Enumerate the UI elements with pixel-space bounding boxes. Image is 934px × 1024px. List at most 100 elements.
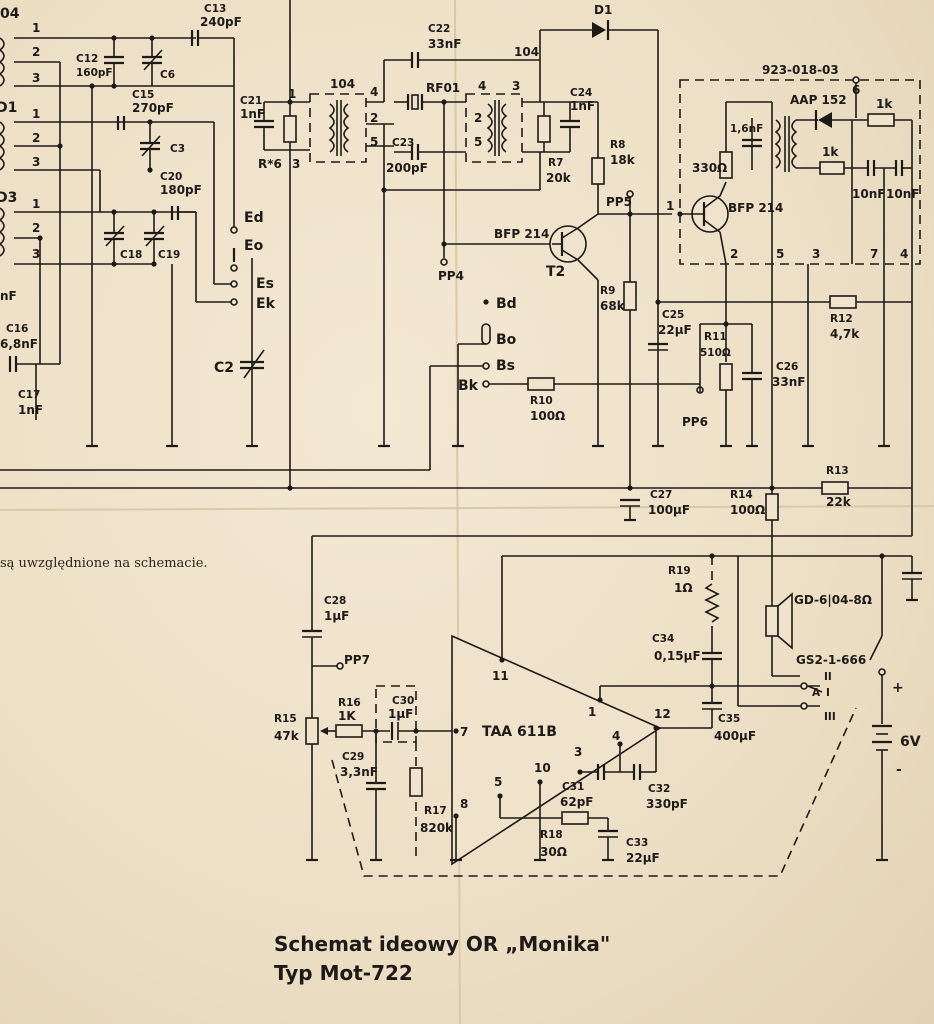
caption-type: Typ Mot-722	[274, 961, 413, 985]
aap152-label: AAP 152	[790, 93, 847, 107]
c3-label: C3	[170, 143, 185, 155]
c27-value: 100μF	[648, 503, 690, 517]
c34-label: C34	[652, 633, 674, 645]
pin-label: 10	[534, 761, 551, 775]
c25-label: C25	[662, 309, 684, 321]
battery-plus: +	[892, 680, 904, 696]
coil-label: D3	[0, 190, 17, 206]
coil-l3	[0, 207, 5, 257]
pin-label: 7	[460, 725, 468, 739]
coil-l2	[0, 121, 5, 171]
r9-value: 68k	[600, 299, 626, 313]
c31-label: C31	[562, 781, 584, 793]
if-transformer-1	[309, 93, 367, 163]
pin-label: 1	[32, 21, 40, 35]
c20-label: C20	[160, 171, 182, 183]
r6-label: R*6	[258, 157, 282, 171]
pp5-label: PP5	[606, 195, 632, 209]
c32-label: C32	[648, 783, 670, 795]
r10-value: 100Ω	[530, 409, 565, 423]
pin-label: 3	[292, 157, 300, 171]
c26-label: C26	[776, 361, 798, 373]
pin-label: 2	[370, 111, 378, 125]
c12-value: 160pF	[76, 67, 113, 79]
l104a-label: 104	[330, 77, 355, 91]
c31-value: 62pF	[560, 795, 594, 809]
switch-bo: Bo	[496, 332, 517, 348]
pin-label: 3	[32, 155, 40, 169]
r18-label: R18	[540, 829, 563, 841]
c24-value: 1nF	[570, 99, 595, 113]
r12-value: 4,7k	[830, 327, 860, 341]
coil-label: D1	[0, 100, 17, 116]
pin-label: 3	[574, 745, 582, 759]
band-switch-e: Ed Eo Es Ek C2	[196, 210, 276, 448]
pin-label: 8	[460, 797, 468, 811]
switch-eo: Eo	[244, 238, 264, 254]
pin-label: 5	[776, 247, 784, 261]
c13-label: C13	[204, 3, 226, 15]
pp6-label: PP6	[682, 415, 708, 429]
c30-label: C30	[392, 695, 414, 707]
c23-label: C23	[392, 137, 414, 149]
coil-label: nF	[0, 289, 17, 303]
c15-label: C15	[132, 89, 154, 101]
r14-label: R14	[730, 489, 753, 501]
r19-label: R19	[668, 565, 691, 577]
c26-value: 33nF	[772, 375, 805, 389]
r7-value: 20k	[546, 171, 572, 185]
pin-label: 2	[32, 131, 40, 145]
ic-label: TAA 611B	[482, 724, 557, 740]
pin-label: 2	[32, 221, 40, 235]
battery-label: 6V	[900, 734, 921, 750]
jack-label: GS2-1-666	[796, 653, 866, 667]
schematic-caption: Schemat ideowy OR „Monika" Typ Mot-722	[274, 930, 610, 988]
speaker-label: GD-6|04-8Ω	[794, 593, 872, 607]
r15-label: R15	[274, 713, 297, 725]
c21-label: C21	[240, 95, 262, 107]
if-transformer-2	[465, 93, 523, 163]
pin-label: 2	[474, 111, 482, 125]
c17-value: 1nF	[18, 403, 43, 417]
amplifier-taa611b	[451, 634, 662, 866]
pin-label: 7	[870, 247, 878, 261]
if-section: C21 1nF R*6 3 1 104 4 2 5 C22 33nF 104 R…	[0, 0, 913, 606]
pin-label: 2	[32, 45, 40, 59]
r13-value: 22k	[826, 495, 852, 509]
c10nf-a-value: 10nF	[852, 187, 885, 201]
r11-label: R11	[704, 331, 727, 343]
c15-value: 270pF	[132, 101, 174, 115]
volume-switch-link	[331, 707, 857, 877]
pin-label: 3	[32, 247, 40, 261]
switch-es: Es	[256, 276, 274, 292]
module-code: 923-018-03	[762, 63, 839, 77]
pin-label: 1	[32, 197, 40, 211]
pin-label: 1	[32, 107, 40, 121]
c10nf-b-value: 10nF	[886, 187, 919, 201]
pin-label: 3	[32, 71, 40, 85]
c13-value: 240pF	[200, 15, 242, 29]
pin-label: 11	[492, 669, 509, 683]
pin-label: 5	[474, 135, 482, 149]
pp4-label: PP4	[438, 269, 464, 283]
c28-value: 1μF	[324, 609, 349, 623]
c16nf-value: 1,6nF	[730, 123, 763, 135]
pin-label: 3	[512, 79, 520, 93]
pin-label: 4	[370, 85, 378, 99]
switch-bd: Bd	[496, 296, 517, 312]
r8-value: 18k	[610, 153, 636, 167]
pin-label: 5	[370, 135, 378, 149]
c22-label: C22	[428, 23, 450, 35]
pin-label: 4	[478, 79, 486, 93]
c23-value: 200pF	[386, 161, 428, 175]
l104b-label: 104	[514, 45, 539, 59]
pin-label: 3	[812, 247, 820, 261]
r1k-a-value: 1k	[876, 97, 893, 111]
module-transistor-type: BFP 214	[728, 201, 783, 215]
c2-label: C2	[214, 360, 234, 376]
c25-value: 22μF	[658, 323, 692, 337]
c35-value: 400μF	[714, 729, 756, 743]
r9-label: R9	[600, 285, 615, 297]
r11-value: 510Ω	[700, 347, 731, 359]
